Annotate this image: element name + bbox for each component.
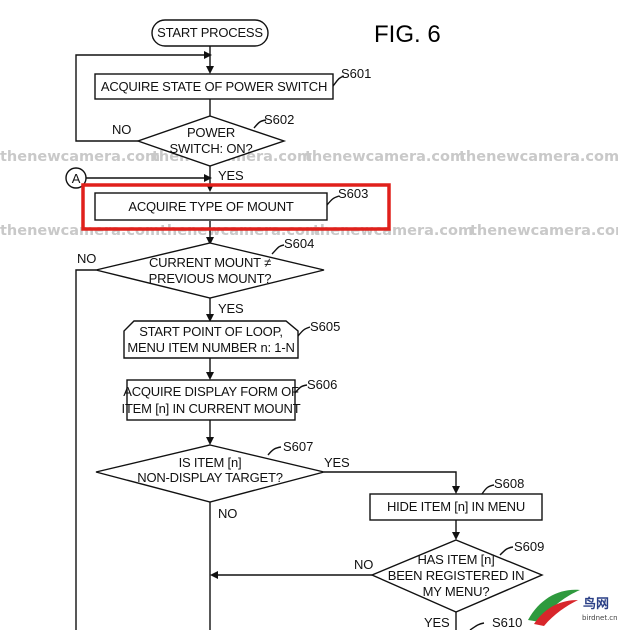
process-s610: S610 bbox=[469, 615, 522, 630]
s601-label: ACQUIRE STATE OF POWER SWITCH bbox=[101, 79, 327, 94]
s604-label-line1: CURRENT MOUNT ≠ bbox=[149, 255, 271, 270]
birdnet-logo: 鸟网 birdnet.cn bbox=[528, 589, 618, 626]
loop-start-s605: START POINT OF LOOP, MENU ITEM NUMBER n:… bbox=[123, 319, 340, 359]
process-s601: ACQUIRE STATE OF POWER SWITCH S601 bbox=[94, 66, 371, 100]
watermark-text: thenewcamera.com bbox=[0, 149, 160, 165]
watermark-text: thenewcamera.com bbox=[459, 149, 618, 165]
s607-step: S607 bbox=[283, 439, 313, 454]
s605-step: S605 bbox=[310, 319, 340, 334]
watermark-text: thenewcamera.com bbox=[470, 223, 618, 239]
connector-a: A bbox=[65, 167, 87, 189]
s604-label-line2: PREVIOUS MOUNT? bbox=[149, 271, 272, 286]
s604-no-label: NO bbox=[77, 251, 96, 266]
s604-step: S604 bbox=[284, 236, 314, 251]
watermark-text: thenewcamera.com bbox=[313, 223, 473, 239]
s607-label-line1: IS ITEM [n] bbox=[179, 455, 242, 470]
s609-label-line2: BEEN REGISTERED IN bbox=[388, 568, 525, 583]
logo-subtext: birdnet.cn bbox=[582, 614, 618, 622]
s602-label-line2: SWITCH: ON? bbox=[169, 141, 252, 156]
s608-label: HIDE ITEM [n] IN MENU bbox=[387, 499, 525, 514]
flow-lines bbox=[75, 46, 460, 630]
logo-text: 鸟网 bbox=[583, 596, 609, 612]
s602-label-line1: POWER bbox=[187, 125, 235, 140]
s609-step: S609 bbox=[514, 539, 544, 554]
decision-s609: HAS ITEM [n] BEEN REGISTERED IN MY MENU?… bbox=[354, 539, 544, 630]
s602-no-label: NO bbox=[112, 122, 131, 137]
start-node: START PROCESS bbox=[151, 19, 269, 47]
watermark-text: thenewcamera.com bbox=[305, 149, 465, 165]
watermark-row-1: thenewcamera.com thenewcamera.com thenew… bbox=[0, 149, 618, 165]
s603-step: S603 bbox=[338, 186, 368, 201]
s605-label-line1: START POINT OF LOOP, bbox=[139, 324, 283, 339]
process-s606: ACQUIRE DISPLAY FORM OF ITEM [n] IN CURR… bbox=[122, 377, 337, 421]
watermark-text: thenewcamera.com bbox=[0, 223, 160, 239]
watermark-text: thenewcamera.com bbox=[160, 223, 320, 239]
start-label: START PROCESS bbox=[157, 25, 263, 40]
s607-label-line2: NON-DISPLAY TARGET? bbox=[137, 470, 283, 485]
s607-yes-label: YES bbox=[324, 455, 350, 470]
connector-a-label: A bbox=[72, 171, 81, 186]
s604-yes-label: YES bbox=[218, 301, 244, 316]
decision-s607: IS ITEM [n] NON-DISPLAY TARGET? S607 YES… bbox=[95, 439, 350, 521]
figure-title: FIG. 6 bbox=[374, 21, 441, 48]
s606-label-line1: ACQUIRE DISPLAY FORM OF bbox=[123, 384, 299, 399]
highlight-box bbox=[81, 183, 391, 231]
s602-step: S602 bbox=[264, 112, 294, 127]
process-s603: ACQUIRE TYPE OF MOUNT S603 bbox=[94, 186, 368, 221]
s602-yes-label: YES bbox=[218, 168, 244, 183]
s605-label-line2: MENU ITEM NUMBER n: 1-N bbox=[127, 340, 294, 355]
s607-no-label: NO bbox=[218, 506, 237, 521]
s601-step: S601 bbox=[341, 66, 371, 81]
s603-label: ACQUIRE TYPE OF MOUNT bbox=[128, 199, 294, 214]
s610-step: S610 bbox=[492, 615, 522, 630]
s608-step: S608 bbox=[494, 476, 524, 491]
s606-step: S606 bbox=[307, 377, 337, 392]
decision-s604: CURRENT MOUNT ≠ PREVIOUS MOUNT? S604 NO … bbox=[77, 236, 325, 316]
decision-s602: POWER SWITCH: ON? S602 NO YES bbox=[112, 112, 294, 183]
s606-label-line2: ITEM [n] IN CURRENT MOUNT bbox=[122, 401, 301, 416]
process-s608: HIDE ITEM [n] IN MENU S608 bbox=[369, 476, 543, 521]
s609-label-line3: MY MENU? bbox=[423, 584, 490, 599]
s609-yes-label: YES bbox=[424, 615, 450, 630]
s609-no-label: NO bbox=[354, 557, 373, 572]
watermark-row-2: thenewcamera.com thenewcamera.com thenew… bbox=[0, 223, 618, 239]
s609-label-line1: HAS ITEM [n] bbox=[417, 552, 494, 567]
